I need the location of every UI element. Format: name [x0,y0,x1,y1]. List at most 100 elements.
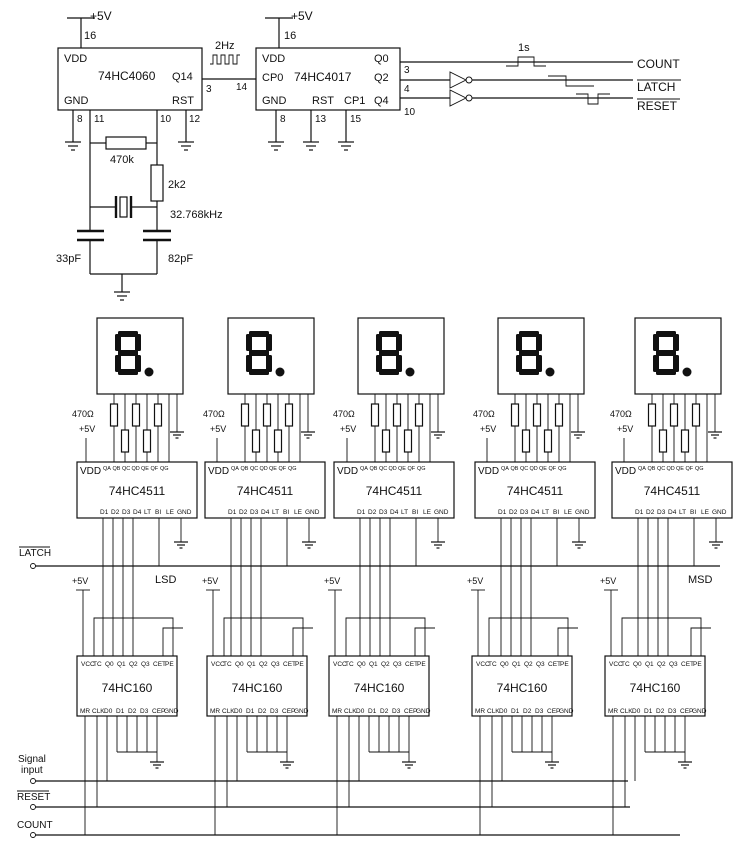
pin-name: D4 [668,509,677,516]
pin-name: D0 [104,708,113,715]
cascade-wire [557,627,578,656]
resistor-470 [647,403,657,427]
supply-label: +5V [291,9,313,23]
pin-name: D0 [499,708,508,715]
pin-name: D2 [368,509,377,516]
supply-label: +5V [72,576,88,586]
display-segment [396,334,402,351]
pin-name: LT [144,509,151,516]
resistor-label: 470Ω [72,409,94,419]
pin-name: QE [539,466,547,472]
signal-label: input [21,765,43,776]
pin-name: D1 [357,509,366,516]
ic-74hc4511 [204,461,326,519]
crystal-icon [119,196,128,218]
pin-name: Q2 [374,72,389,84]
pin-name: VCC [609,661,623,668]
pin-name: CET [283,661,296,668]
pin-name: GND [64,95,89,107]
display-segment [516,334,522,351]
resistor-470 [414,403,424,427]
pin-name: QB [241,466,249,472]
decimal-point [545,367,555,377]
display-segment [118,350,138,356]
pin-name: Q14 [172,71,193,83]
pin-name: LT [272,509,279,516]
pin-name: VDD [80,466,101,477]
pin-name: Q3 [271,661,280,668]
pin-name: D2 [380,708,389,715]
pin-name: GND [692,708,707,715]
pin-name: GND [177,509,192,516]
bus-lines: LATCH Signal input RESET COUNT LSD MSD [17,546,720,838]
display-segment [118,331,138,337]
clock-indicator: 2Hz [210,40,240,65]
decimal-point [144,367,154,377]
signal-label: Signal [18,754,46,765]
pin-name: D4 [261,509,270,516]
display-segment [376,334,382,351]
resistor-470 [240,403,250,427]
display-segment [135,334,141,351]
display-segment [379,350,399,356]
resistor-470 [532,403,542,427]
pin-name: VCC [211,661,225,668]
clock-label: 2Hz [215,40,235,52]
pin-name: Q0 [105,661,114,668]
msd-label: MSD [688,574,713,586]
resistor-label: 470Ω [203,409,225,419]
feedback-wire [621,617,702,656]
pin-name: GND [164,708,179,715]
reset-label: RESET [17,792,50,803]
pin-name: MR [475,708,485,715]
lsd-label: LSD [155,574,176,586]
pin-name: D3 [379,509,388,516]
ic-74hc160 [76,655,178,717]
display-segment [379,369,399,375]
pin-name: Q1 [117,661,126,668]
resistor-470 [251,429,261,453]
pin-label: 14 [236,82,248,93]
pin-name: QB [370,466,378,472]
pin-name: CEP [680,708,693,715]
supply-label: +5V [79,424,95,434]
pin-name: QE [269,466,277,472]
ic-74hc4017: +5V 16 VDD CP0 74HC4017 Q0 Q2 Q4 GND RST… [236,9,401,151]
pin-name: D4 [133,509,142,516]
pin-name: GND [294,708,309,715]
pin-name: D3 [392,708,401,715]
pin-name: Q2 [381,661,390,668]
display-segment [673,334,679,351]
display-segment [656,350,676,356]
pin-name: QA [638,466,646,472]
pin-name: Q3 [141,661,150,668]
supply-label: +5V [480,424,496,434]
display-segment [115,355,121,372]
pin-name: Q1 [645,661,654,668]
resistor-470 [381,429,391,453]
display-segment [516,355,522,372]
pin-name: VDD [64,53,87,65]
feedback-wire [488,617,569,656]
pin-name: D3 [668,708,677,715]
display-segment [656,331,676,337]
pin-name: PE [295,661,304,668]
latch-label: LATCH [19,548,51,559]
pin-name: TC [223,661,232,668]
pin-name: D2 [128,708,137,715]
pin-name: VDD [478,466,499,477]
pin-label: 16 [84,30,96,42]
pin-label: 10 [160,114,172,125]
display-segment [118,369,138,375]
pin-name: D1 [498,509,507,516]
ic-name: 74HC4511 [644,484,701,498]
ic-74hc4511 [76,461,198,519]
pin-name: QG [417,466,426,472]
resistor-470 [131,403,141,427]
ic-74hc160 [471,655,573,717]
pin-name: QD [530,466,538,472]
resistor-470 [284,403,294,427]
pin-name: QE [398,466,406,472]
pin-name: QD [667,466,675,472]
